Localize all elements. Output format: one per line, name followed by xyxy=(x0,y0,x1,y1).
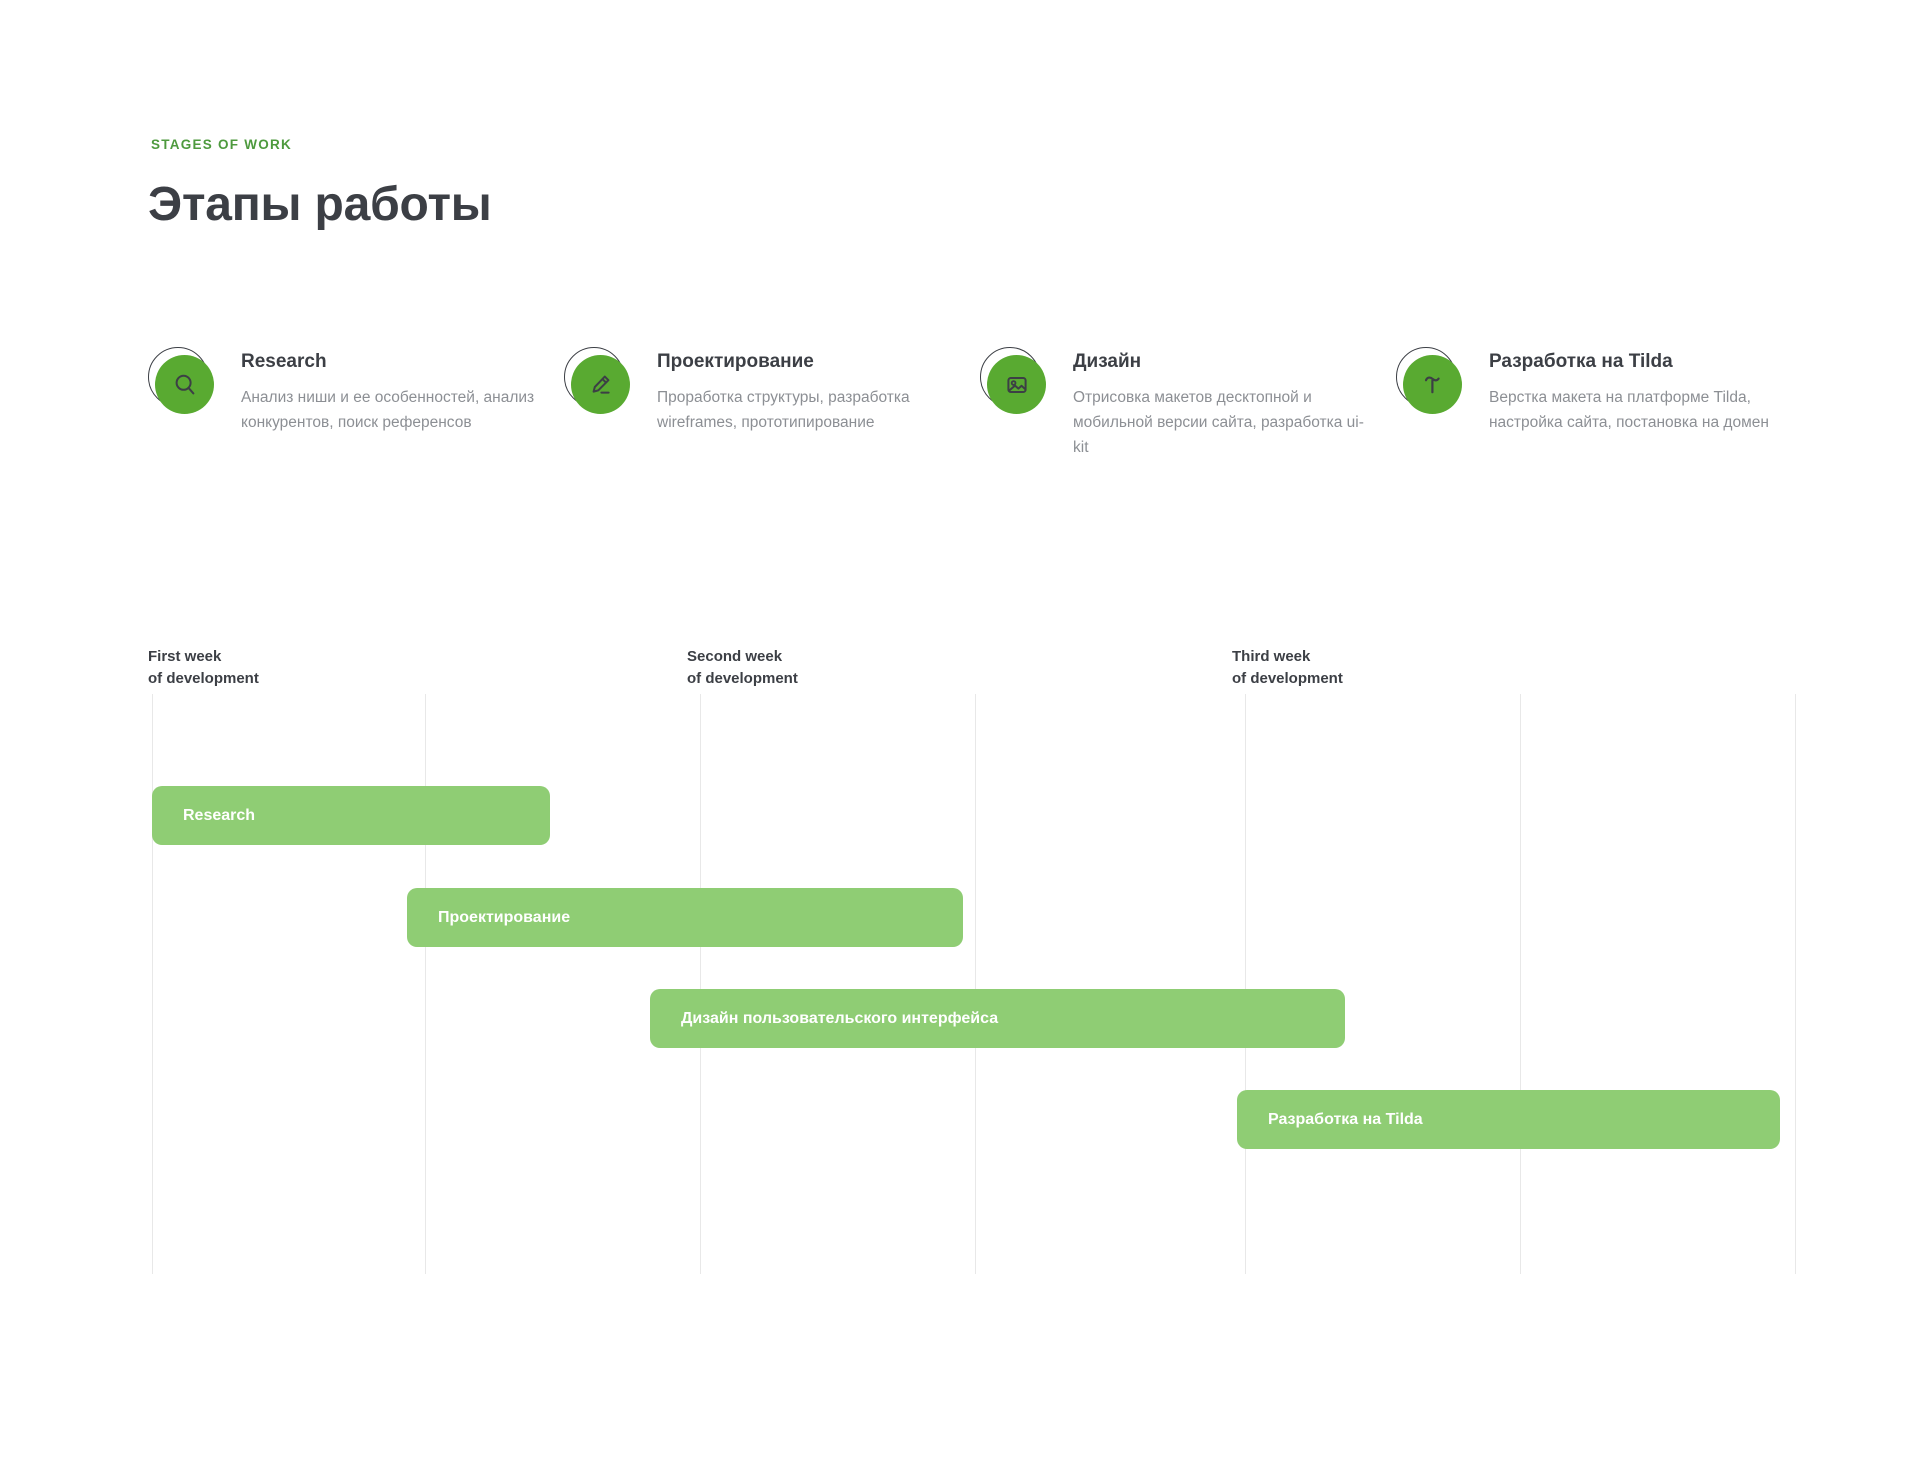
gantt-grid: Research Проектирование Дизайн пользоват… xyxy=(0,694,1920,1274)
gantt-chart: First week of development Second week of… xyxy=(0,630,1920,1274)
gantt-bars: Research Проектирование Дизайн пользоват… xyxy=(0,694,1920,1274)
gridline xyxy=(1245,694,1246,1274)
stage-title: Проектирование xyxy=(657,351,814,372)
pencil-icon xyxy=(571,355,630,414)
stage-card-design[interactable]: Дизайн Отрисовка макетов десктопной и мо… xyxy=(980,345,1396,460)
stage-card-projecting[interactable]: Проектирование Проработка структуры, раз… xyxy=(564,345,980,460)
tilda-logo-icon xyxy=(1403,355,1462,414)
stage-card-research[interactable]: Research Анализ ниши и ее особенностей, … xyxy=(148,345,564,460)
image-icon xyxy=(987,355,1046,414)
gantt-bar-projecting[interactable]: Проектирование xyxy=(407,888,963,947)
gantt-bar-research[interactable]: Research xyxy=(152,786,550,845)
stage-card-tilda[interactable]: Разработка на Tilda Верстка макета на пл… xyxy=(1396,345,1812,460)
stage-icon-wrap xyxy=(980,347,1048,415)
week-label-first: First week of development xyxy=(148,648,259,687)
stage-description: Верстка макета на платформе Tilda, настр… xyxy=(1489,389,1769,431)
stage-description: Отрисовка макетов десктопной и мобильной… xyxy=(1073,389,1364,456)
stages-list: Research Анализ ниши и ее особенностей, … xyxy=(148,345,1778,460)
page-title: Этапы работы xyxy=(148,178,492,231)
stage-icon-wrap xyxy=(148,347,216,415)
week-label-third: Third week of development xyxy=(1232,648,1343,687)
stage-description: Проработка структуры, разработка wirefra… xyxy=(657,389,910,431)
gridline xyxy=(1520,694,1521,1274)
stage-title: Research xyxy=(241,351,327,372)
gridline xyxy=(700,694,701,1274)
stage-body: Дизайн Отрисовка макетов десктопной и мо… xyxy=(1048,345,1396,460)
week-label-second: Second week of development xyxy=(687,648,798,687)
stage-body: Проектирование Проработка структуры, раз… xyxy=(632,345,980,435)
stage-body: Research Анализ ниши и ее особенностей, … xyxy=(216,345,564,435)
gantt-bar-ui-design[interactable]: Дизайн пользовательского интерфейса xyxy=(650,989,1345,1048)
stage-description: Анализ ниши и ее особенностей, анализ ко… xyxy=(241,389,535,431)
gantt-week-labels: First week of development Second week of… xyxy=(0,630,1920,694)
stage-icon-wrap xyxy=(1396,347,1464,415)
stage-title: Дизайн xyxy=(1073,351,1142,372)
section-eyebrow: STAGES OF WORK xyxy=(151,137,292,152)
stage-title: Разработка на Tilda xyxy=(1489,351,1673,372)
gridline xyxy=(425,694,426,1274)
gridline xyxy=(152,694,153,1274)
gridline xyxy=(975,694,976,1274)
gridline xyxy=(1795,694,1796,1274)
stage-body: Разработка на Tilda Верстка макета на пл… xyxy=(1464,345,1812,435)
gantt-bar-tilda[interactable]: Разработка на Tilda xyxy=(1237,1090,1780,1149)
search-icon xyxy=(155,355,214,414)
stage-icon-wrap xyxy=(564,347,632,415)
